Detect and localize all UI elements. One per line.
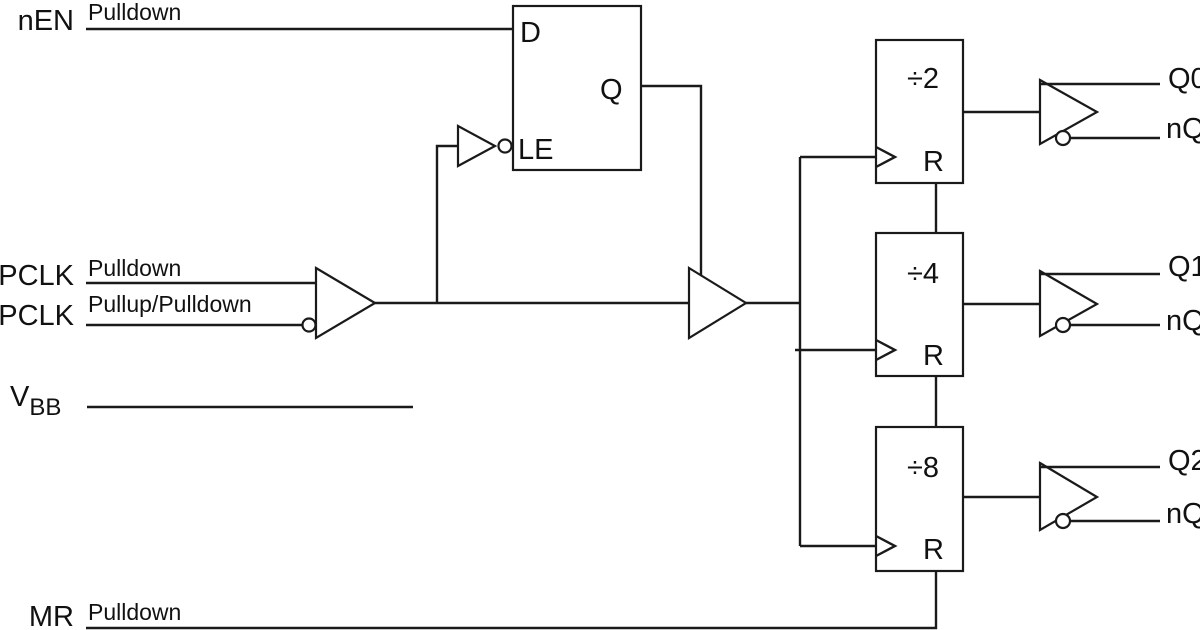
mr-wire bbox=[86, 571, 938, 630]
divider-8-clock-marker bbox=[875, 534, 898, 558]
pclk-pulldown-note: Pulldown bbox=[88, 255, 181, 281]
mr-pulldown-note: Pulldown bbox=[88, 599, 181, 625]
pclk-label: PCLK bbox=[0, 260, 75, 292]
le-inversion-bubble bbox=[497, 138, 513, 154]
q1-label: Q1 bbox=[1168, 251, 1200, 283]
npclk-label: PCLK bbox=[0, 300, 75, 332]
nen-label: nEN bbox=[18, 5, 74, 37]
q2-output-buffer bbox=[1038, 461, 1100, 532]
npclk-pullup-pulldown-note: Pullup/Pulldown bbox=[88, 291, 252, 317]
mr-label: MR bbox=[29, 601, 74, 630]
vbb-label: VBB bbox=[10, 381, 61, 421]
divider-2-reset: R bbox=[923, 146, 944, 178]
gating-buffer bbox=[687, 266, 749, 340]
nq2-label: nQ2 bbox=[1166, 498, 1200, 530]
divider-8-block bbox=[874, 425, 965, 573]
nen-pulldown-note: Pulldown bbox=[88, 0, 181, 25]
latch-q-wire bbox=[641, 84, 703, 278]
vbb-subscript: BB bbox=[29, 394, 61, 421]
divider-8-label: ÷8 bbox=[907, 452, 939, 484]
input-receiver-buffer bbox=[314, 266, 378, 340]
q0-output-buffer bbox=[1038, 78, 1100, 146]
clock-bus-wire bbox=[746, 155, 876, 548]
q0-label: Q0 bbox=[1168, 63, 1200, 95]
divider-2-block bbox=[874, 38, 965, 185]
q2-inversion-bubble bbox=[1054, 512, 1072, 530]
divider-2-clock-marker bbox=[875, 145, 898, 169]
divider-4-reset: R bbox=[923, 340, 944, 372]
q2-label: Q2 bbox=[1168, 445, 1200, 477]
nq1-label: nQ1 bbox=[1166, 305, 1200, 337]
latch-le-pin: LE bbox=[518, 134, 553, 166]
divider-8-reset: R bbox=[923, 534, 944, 566]
divider-4-clock-marker bbox=[875, 338, 898, 362]
divider-2-label: ÷2 bbox=[907, 63, 939, 95]
q0-inversion-bubble bbox=[1054, 129, 1072, 147]
vbb-v: V bbox=[10, 381, 30, 413]
q1-inversion-bubble bbox=[1054, 316, 1072, 334]
le-inverter bbox=[456, 124, 498, 168]
divider-4-block bbox=[874, 231, 965, 378]
d-latch bbox=[511, 4, 643, 172]
latch-q-pin: Q bbox=[600, 74, 623, 106]
receiver-inversion-bubble bbox=[301, 317, 317, 333]
divider-4-label: ÷4 bbox=[907, 258, 939, 290]
latch-d-pin: D bbox=[520, 17, 541, 49]
le-drive-wire bbox=[435, 144, 458, 303]
nq0-label: nQ0 bbox=[1166, 113, 1200, 145]
